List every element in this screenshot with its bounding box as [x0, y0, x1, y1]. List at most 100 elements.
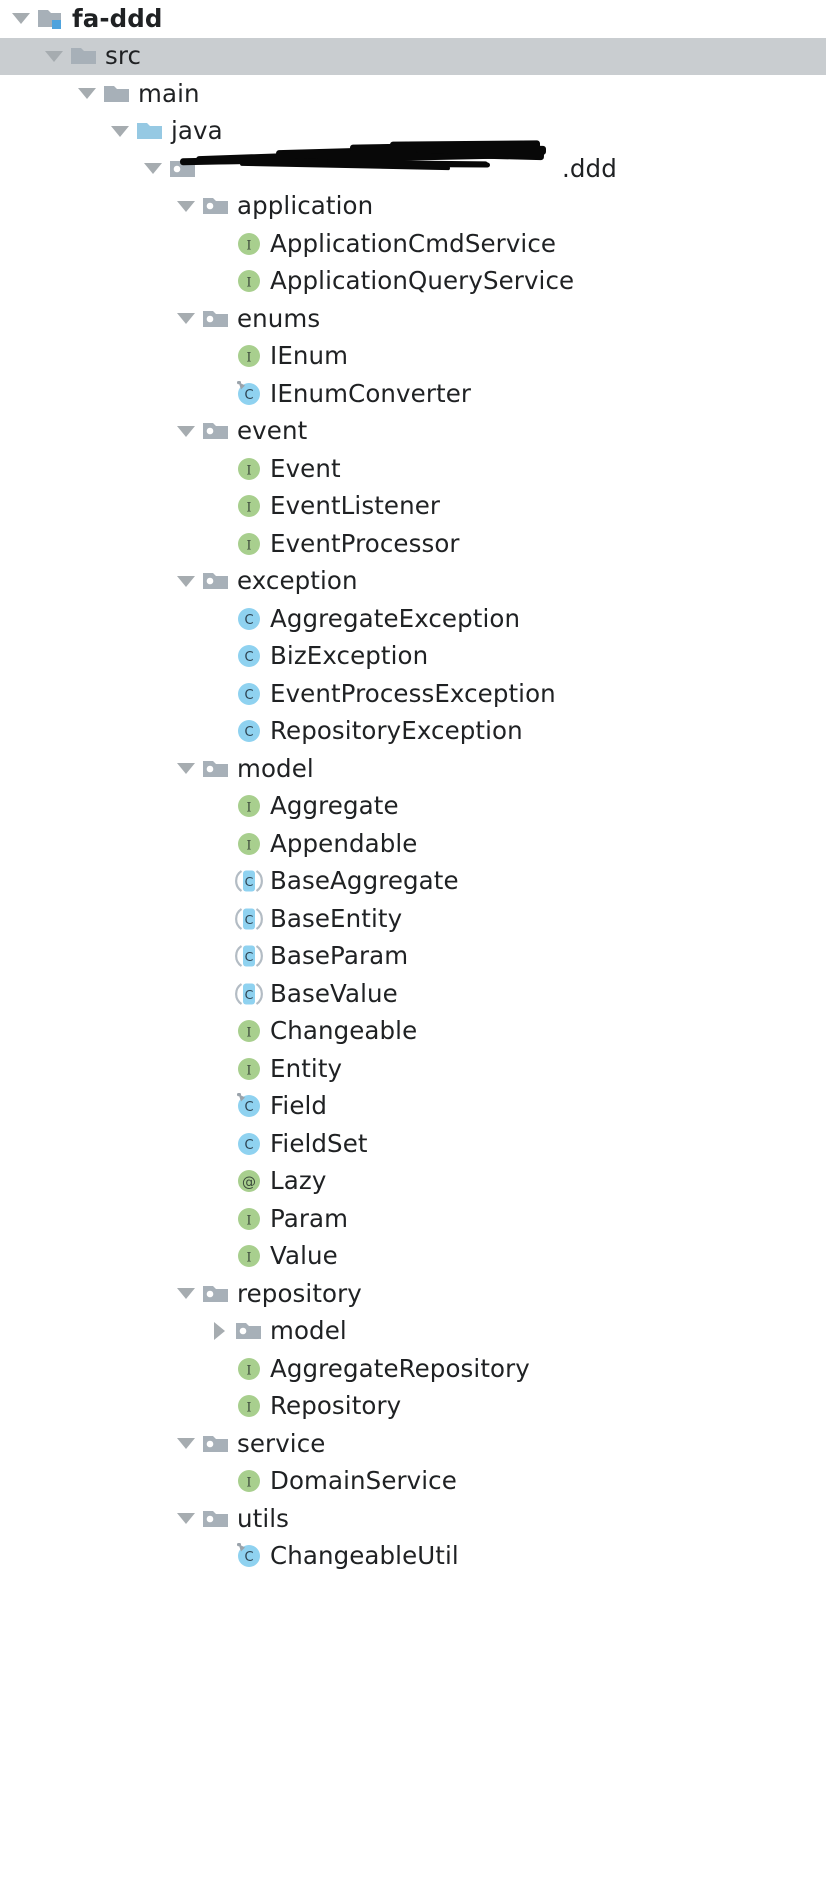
chevron-down-icon[interactable] [74, 75, 100, 112]
toggle-spacer [206, 338, 232, 375]
tree-row-label: service [237, 1428, 326, 1458]
interface-icon: I [232, 341, 266, 371]
chevron-down-icon[interactable] [173, 300, 199, 337]
package-folder-icon [199, 566, 233, 596]
interface-icon: I [232, 1466, 266, 1496]
toggle-spacer [206, 488, 232, 525]
tree-row-label: Field [270, 1091, 328, 1121]
toggle-spacer [206, 450, 232, 487]
tree-row-ddd[interactable]: .ddd [0, 140, 826, 188]
tree-row-label: exception [237, 566, 358, 596]
tree-row-repository[interactable]: repository [0, 1275, 826, 1313]
tree-row-bizexception[interactable]: C BizException [0, 638, 826, 676]
tree-row-enums[interactable]: enums [0, 300, 826, 338]
tree-row-label: EventListener [270, 491, 441, 521]
tree-row-main[interactable]: main [0, 75, 826, 113]
tree-row-label: BizException [270, 641, 429, 671]
chevron-down-icon[interactable] [173, 1425, 199, 1462]
svg-text:C: C [244, 650, 253, 665]
svg-text:C: C [244, 613, 253, 628]
svg-text:C: C [244, 1138, 253, 1153]
tree-row-src[interactable]: src [0, 37, 826, 75]
toggle-spacer [206, 638, 232, 675]
chevron-right-icon[interactable] [206, 1313, 232, 1350]
toggle-spacer [206, 713, 232, 750]
tree-row-label: Entity [270, 1053, 343, 1083]
tree-row-utils[interactable]: utils [0, 1500, 826, 1538]
tree-row-lazy[interactable]: @Lazy [0, 1163, 826, 1201]
chevron-down-icon[interactable] [41, 38, 67, 75]
tree-row-model[interactable]: model [0, 1313, 826, 1351]
chevron-down-icon[interactable] [8, 0, 34, 37]
chevron-down-icon[interactable] [173, 1500, 199, 1537]
tree-row-service[interactable]: service [0, 1425, 826, 1463]
toggle-spacer [206, 900, 232, 937]
tree-row-applicationqueryservice[interactable]: I ApplicationQueryService [0, 263, 826, 301]
chevron-down-icon[interactable] [173, 563, 199, 600]
toggle-spacer [206, 375, 232, 412]
tree-row-label: .ddd [562, 153, 617, 183]
svg-text:C: C [244, 688, 253, 703]
chevron-down-icon[interactable] [140, 150, 166, 187]
tree-row-label: FieldSet [270, 1128, 368, 1158]
tree-row-fa-ddd[interactable]: fa-ddd [0, 0, 826, 38]
tree-row-label: Appendable [270, 828, 418, 858]
tree-row-label: fa-ddd [72, 3, 163, 33]
tree-row-label: event [237, 416, 308, 446]
chevron-down-icon[interactable] [173, 750, 199, 787]
tree-row-label: ApplicationQueryService [270, 266, 575, 296]
toggle-spacer [206, 525, 232, 562]
final-class-icon: C [232, 1541, 266, 1571]
tree-row-model[interactable]: model [0, 750, 826, 788]
svg-text:I: I [246, 276, 251, 291]
toggle-spacer [206, 675, 232, 712]
interface-icon: I [232, 1391, 266, 1421]
toggle-spacer [206, 225, 232, 262]
toggle-spacer [206, 1538, 232, 1575]
interface-icon: I [232, 454, 266, 484]
chevron-down-icon[interactable] [107, 113, 133, 150]
chevron-down-icon[interactable] [173, 1275, 199, 1312]
tree-row-event[interactable]: event [0, 413, 826, 451]
chevron-down-icon[interactable] [173, 413, 199, 450]
package-folder-icon [199, 304, 233, 334]
tree-row-exception[interactable]: exception [0, 563, 826, 601]
tree-row-java[interactable]: java [0, 113, 826, 151]
interface-icon: I [232, 491, 266, 521]
tree-row-label: utils [237, 1503, 290, 1533]
svg-text:@: @ [242, 1175, 256, 1191]
svg-text:C: C [245, 912, 254, 927]
package-folder-icon [199, 1429, 233, 1459]
annotation-icon: @ [232, 1166, 266, 1196]
tree-row-fieldset[interactable]: C FieldSet [0, 1125, 826, 1163]
tree-row-application[interactable]: application [0, 188, 826, 226]
toggle-spacer [206, 1238, 232, 1275]
class-icon: C [232, 679, 266, 709]
chevron-down-icon[interactable] [173, 188, 199, 225]
